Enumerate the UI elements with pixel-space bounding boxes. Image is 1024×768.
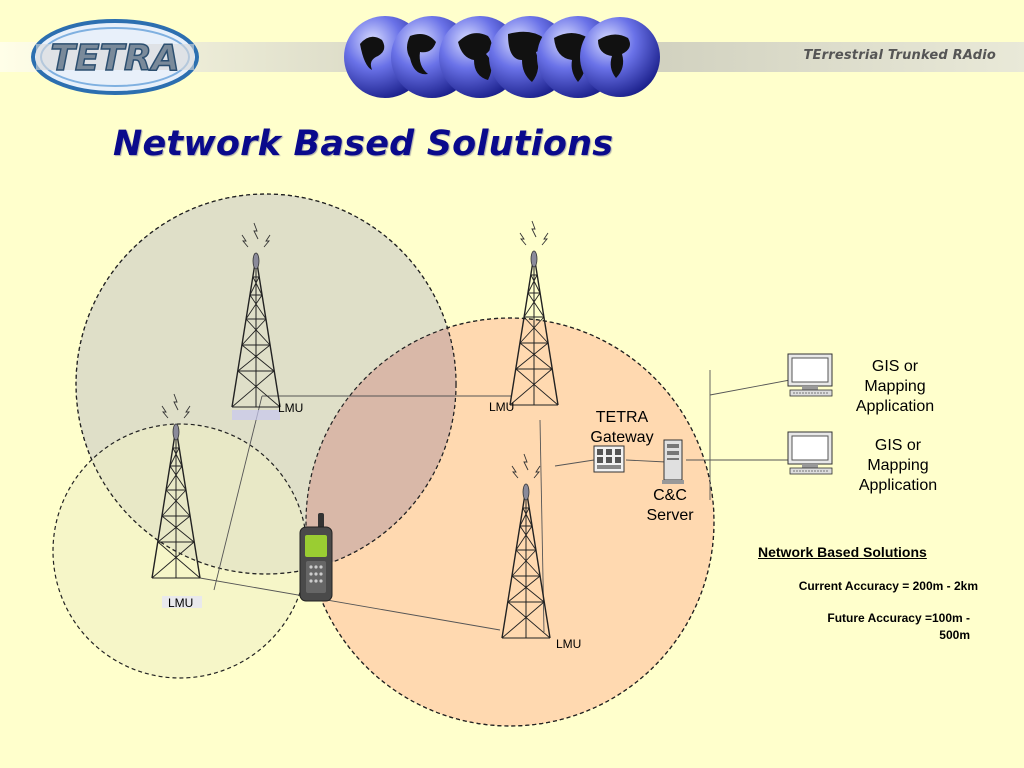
gis-label: GIS or Mapping Application [858,437,938,494]
page-title: Network Based Solutions [113,124,614,164]
gateway-label: TETRA Gateway [590,409,654,446]
gateway-icon [593,445,625,473]
monitor-icon [787,353,833,397]
globe-row [344,16,660,98]
current-accuracy: Current Accuracy = 200m - 2km [798,579,978,593]
tower-label: LMU [489,400,515,414]
tower-label: LMU [278,401,304,415]
tetra-logo: TETRA [31,19,199,95]
tower-label: LMU [556,637,582,651]
future-accuracy: Future Accuracy =100m - 500m [827,611,970,642]
header-tagline: TErrestrial Trunked RAdio [803,48,996,63]
notes-title: Network Based Solutions [758,544,927,560]
globe-icon [580,17,660,97]
tower-label: LMU [168,596,194,610]
monitor-icon [787,431,833,475]
gis-label: GIS or Mapping Application [855,358,935,415]
server-icon [662,439,684,484]
logo-text: TETRA [50,38,179,79]
handheld-radio-icon [299,513,333,602]
server-label: C&C Server [646,487,694,524]
